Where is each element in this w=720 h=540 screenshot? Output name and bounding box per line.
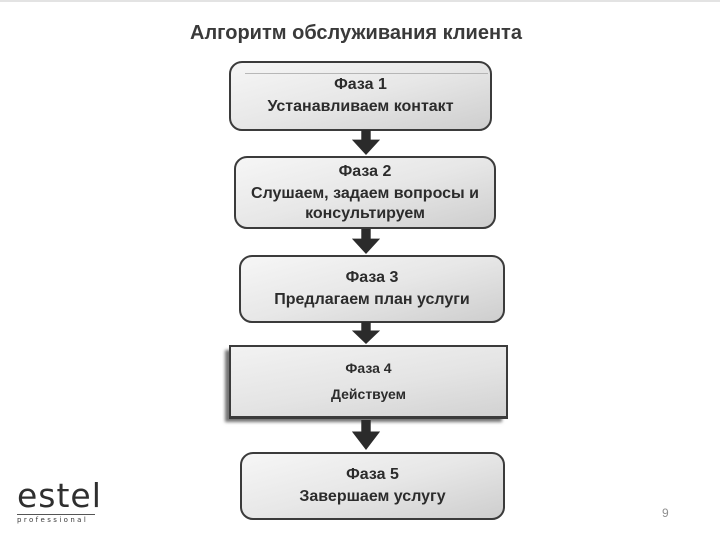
flow-step-phase-label: Фаза 1: [334, 76, 387, 93]
arrow-down-icon: [351, 130, 381, 155]
arrow-down-shape: [351, 229, 381, 254]
flow-step-phase-label: Фаза 5: [346, 466, 399, 483]
arrow-down-icon: [351, 229, 381, 254]
divider-line: [245, 73, 488, 74]
slide-title: Алгоритм обслуживания клиента: [190, 22, 522, 44]
flow-step-phase-label: Фаза 3: [345, 269, 399, 286]
arrow-down-icon: [351, 420, 381, 450]
estel-logo-wordmark: estel: [17, 476, 102, 515]
arrow-down-shape: [351, 420, 381, 450]
flow-step-phase-label: Фаза 4: [345, 360, 392, 376]
flow-step-text: Устанавливаем контакт: [267, 98, 454, 115]
page-number: 9: [662, 506, 669, 520]
flow-step-phase-2: Фаза 2 Слушаем, задаем вопросы и консуль…: [234, 156, 496, 229]
arrow-down-shape: [351, 130, 381, 155]
flow-step-phase-label: Фаза 2: [338, 162, 392, 180]
flow-step-phase-3: Фаза 3 Предлагаем план услуги: [239, 255, 505, 323]
flow-step-text: Предлагаем план услуги: [274, 291, 470, 308]
flow-step-phase-5: Фаза 5 Завершаем услугу: [240, 452, 505, 520]
flow-step-text: Слушаем, задаем вопросы и консультируем: [251, 184, 479, 222]
estel-logo: estel professional: [17, 479, 102, 524]
arrow-down-icon: [351, 322, 381, 344]
flow-step-text: Действуем: [331, 386, 406, 402]
flow-step-text: Завершаем услугу: [299, 488, 446, 505]
flow-step-phase-4: Фаза 4 Действуем: [229, 345, 508, 419]
arrow-down-shape: [351, 322, 381, 344]
estel-logo-subtitle: professional: [17, 514, 95, 524]
flow-step-phase-1: Фаза 1 Устанавливаем контакт: [229, 61, 492, 131]
